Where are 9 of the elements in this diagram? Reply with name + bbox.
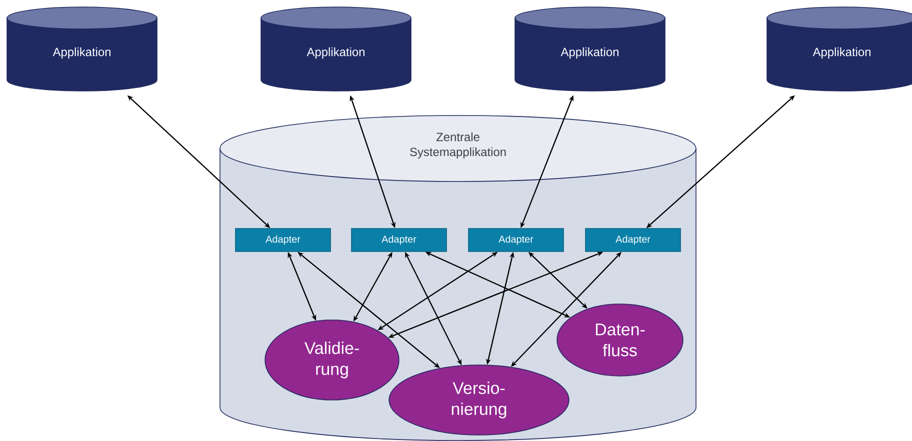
adapter-box: Adapter: [235, 228, 331, 252]
application-cylinder: Applikation: [514, 6, 666, 92]
node-label: Zentrale: [436, 132, 480, 142]
application-cylinder: Applikation: [6, 6, 158, 92]
adapter-box: Adapter: [468, 228, 564, 252]
adapter-box: Adapter: [585, 228, 681, 252]
application-cylinder: Applikation: [260, 6, 412, 92]
adapter-box: Adapter: [351, 228, 447, 252]
application-cylinder: Applikation: [766, 6, 912, 92]
